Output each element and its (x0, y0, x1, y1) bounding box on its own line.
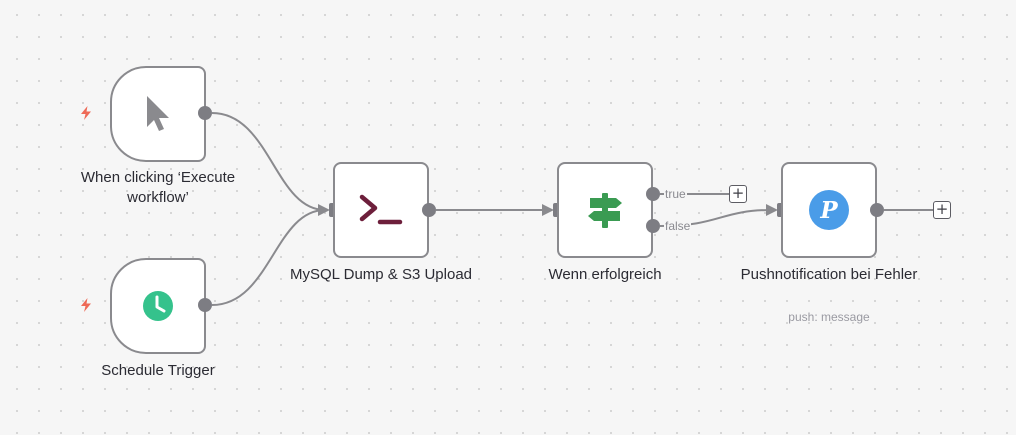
edge-schedule-to-mysql[interactable] (211, 209, 326, 306)
if-node-input-handle[interactable] (553, 203, 560, 217)
pushover-output-handle[interactable] (870, 203, 884, 217)
mysql-dump-output-handle[interactable] (422, 203, 436, 217)
add-node-after-true-button[interactable]: + (729, 185, 747, 203)
if-false-branch-label: false (664, 219, 692, 233)
node-mysql-dump[interactable] (333, 162, 429, 258)
trigger-flag-icon (81, 106, 91, 120)
edge-manual-to-mysql[interactable] (211, 112, 326, 211)
mysql-dump-label: MySQL Dump & S3 Upload (289, 266, 473, 283)
node-pushover[interactable]: P (781, 162, 877, 258)
if-true-output-handle[interactable] (646, 187, 660, 201)
manual-trigger-label: When clicking ‘Execute workflow’ (80, 169, 236, 206)
clock-icon (143, 291, 173, 321)
terminal-icon (359, 194, 403, 225)
if-true-branch-label: true (664, 187, 687, 201)
if-node-label: Wenn erfolgreich (548, 266, 662, 283)
svg-text:P: P (819, 197, 838, 224)
edge-arrow-mysql (318, 204, 330, 216)
node-if-success[interactable] (557, 162, 653, 258)
if-false-output-handle[interactable] (646, 219, 660, 233)
signpost-icon (588, 193, 622, 228)
edge-arrow-pushover (766, 204, 778, 216)
edge-arrow-if (542, 204, 554, 216)
pushover-input-handle[interactable] (777, 203, 784, 217)
add-node-after-pushover-button[interactable]: + (933, 201, 951, 219)
manual-trigger-output-handle[interactable] (198, 106, 212, 120)
schedule-trigger-output-handle[interactable] (198, 298, 212, 312)
mysql-dump-input-handle[interactable] (329, 203, 336, 217)
cursor-pointer-icon (147, 96, 169, 131)
pushover-label: Pushnotification bei Fehler (740, 266, 918, 283)
pushover-subtitle: push: message (788, 310, 870, 324)
pushover-icon: P (809, 190, 849, 230)
schedule-trigger-label: Schedule Trigger (101, 362, 215, 379)
trigger-flag-icon (81, 298, 91, 312)
node-schedule-trigger[interactable] (110, 258, 206, 354)
node-manual-trigger[interactable] (110, 66, 206, 162)
